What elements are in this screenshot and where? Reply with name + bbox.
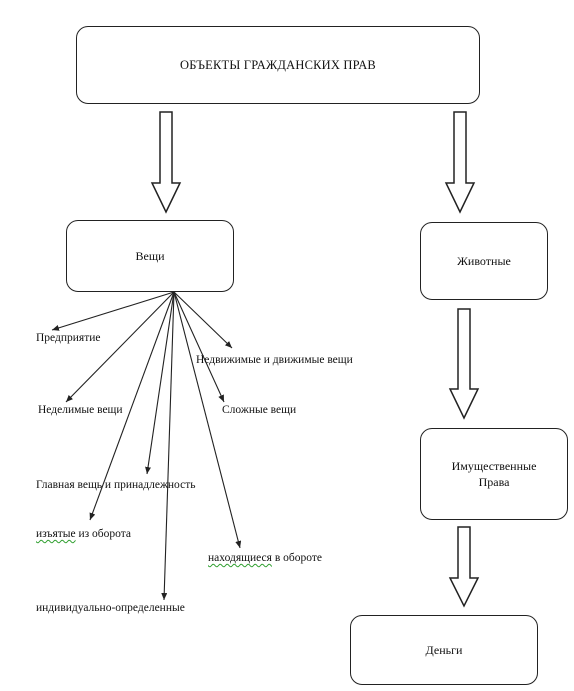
link-withdrawn bbox=[89, 291, 175, 521]
money-box: Деньги bbox=[350, 615, 538, 685]
link-movable bbox=[173, 291, 233, 349]
arrow-root-to-animals bbox=[444, 111, 476, 214]
things-box: Вещи bbox=[66, 220, 234, 292]
things-label: Вещи bbox=[135, 248, 165, 263]
thing-type-movable-immovable: Недвижимые и движимые вещи bbox=[196, 354, 353, 366]
animals-box: Животные bbox=[420, 222, 548, 300]
civil-rights-objects-label: ОБЪЕКТЫ ГРАЖДАНСКИХ ПРАВ bbox=[180, 57, 376, 72]
money-label: Деньги bbox=[425, 642, 463, 657]
property-rights-box: Имущественные Права bbox=[420, 428, 568, 520]
animals-label: Животные bbox=[457, 253, 511, 268]
thing-type-individual: индивидуально-определенные bbox=[36, 602, 185, 614]
link-main-thing bbox=[145, 291, 175, 475]
link-complex bbox=[173, 291, 225, 403]
property-rights-label-line1: Имущественные bbox=[451, 458, 537, 473]
thing-type-enterprise: Предприятие bbox=[36, 332, 101, 344]
arrow-rights-to-money bbox=[448, 526, 480, 608]
thing-type-withdrawn: изъятые из оборота bbox=[36, 528, 132, 540]
link-individual bbox=[161, 291, 175, 601]
link-in-circulation bbox=[173, 291, 242, 549]
link-enterprise bbox=[51, 291, 175, 331]
arrow-animals-to-rights bbox=[448, 308, 480, 420]
thing-type-main-and-accessory: Главная вещь и принадлежность bbox=[36, 479, 196, 491]
arrow-root-to-things bbox=[150, 111, 182, 214]
civil-rights-objects-box: ОБЪЕКТЫ ГРАЖДАНСКИХ ПРАВ bbox=[76, 26, 480, 104]
thing-type-indivisible: Неделимые вещи bbox=[38, 404, 123, 416]
thing-type-complex: Сложные вещи bbox=[222, 404, 297, 416]
thing-type-in-circulation: находящиеся в обороте bbox=[208, 552, 322, 564]
link-indivisible bbox=[65, 291, 175, 403]
property-rights-label-line2: Права bbox=[478, 475, 510, 489]
